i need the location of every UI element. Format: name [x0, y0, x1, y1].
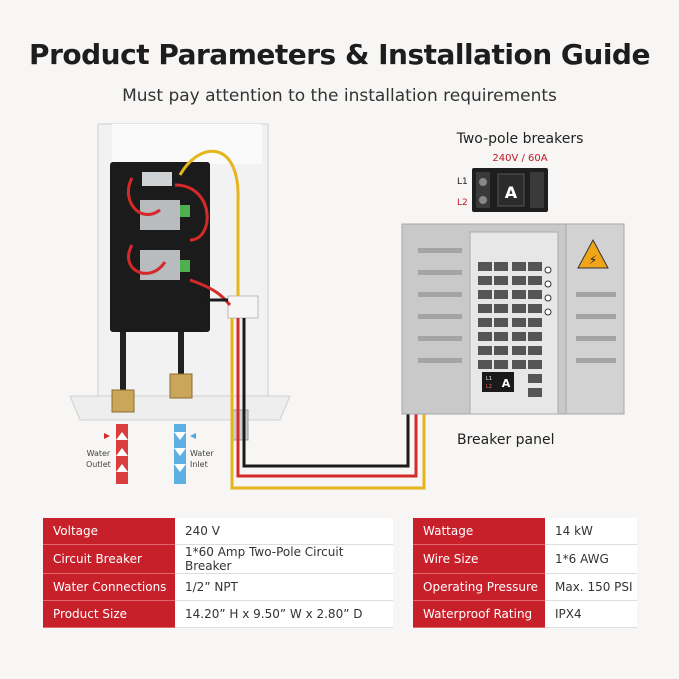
spec-value: IPX4: [545, 600, 637, 628]
spec-value: 14.20” H x 9.50” W x 2.80” D: [175, 600, 393, 628]
water-outlet-line1: Water: [86, 449, 111, 458]
water-inlet-line2: Inlet: [190, 460, 208, 469]
breaker-panel-label: Breaker panel: [457, 432, 555, 448]
water-inlet-label: Water Inlet: [190, 448, 214, 470]
spec-row: Voltage 240 V Wattage 14 kW: [43, 518, 637, 545]
spec-label: Waterproof Rating: [413, 600, 545, 628]
spec-value: 1*60 Amp Two-Pole Circuit Breaker: [175, 544, 393, 574]
two-pole-breaker: A: [472, 168, 548, 212]
spec-row: Circuit Breaker 1*60 Amp Two-Pole Circui…: [43, 544, 637, 574]
spec-label: Water Connections: [43, 573, 175, 601]
spec-row: Product Size 14.20” H x 9.50” W x 2.80” …: [43, 600, 637, 628]
spec-value: 14 kW: [545, 518, 637, 545]
breaker-rating: 240V / 60A: [492, 153, 548, 164]
spec-value: 240 V: [175, 518, 393, 545]
panel-l2-label: L2: [486, 384, 492, 390]
breaker-panel: ⚡ A L1 L2: [401, 223, 625, 415]
spec-label: Operating Pressure: [413, 573, 545, 601]
spec-value: 1/2” NPT: [175, 573, 393, 601]
spec-label: Voltage: [43, 518, 175, 545]
spec-label: Product Size: [43, 600, 175, 628]
breaker-l1-label: L1: [457, 177, 468, 187]
spec-value: Max. 150 PSI: [545, 573, 637, 601]
spec-value: 1*6 AWG: [545, 544, 637, 574]
water-inlet-line1: Water: [190, 449, 214, 458]
breaker-badge: A: [505, 183, 518, 202]
panel-l1-label: L1: [486, 376, 492, 382]
panel-breaker-highlight: [482, 372, 514, 392]
spec-label: Wire Size: [413, 544, 545, 574]
page-title: Product Parameters & Installation Guide: [29, 38, 650, 71]
spec-label: Wattage: [413, 518, 545, 545]
panel-breaker-badge: A: [502, 377, 511, 390]
breaker-title: Two-pole breakers: [456, 131, 584, 147]
water-inlet-arrow: [174, 424, 196, 484]
water-outlet-line2: Outlet: [86, 460, 111, 469]
breaker-l2-label: L2: [457, 198, 468, 208]
spec-table: Voltage 240 V Wattage 14 kW Circuit Brea…: [43, 518, 637, 628]
water-outlet-label: Water Outlet: [86, 448, 111, 470]
spec-label: Circuit Breaker: [43, 544, 175, 574]
spec-row: Water Connections 1/2” NPT Operating Pre…: [43, 573, 637, 601]
svg-text:⚡: ⚡: [589, 253, 597, 267]
page-subtitle: Must pay attention to the installation r…: [122, 86, 557, 106]
water-outlet-arrow: [104, 424, 128, 484]
water-heater: [69, 123, 291, 441]
